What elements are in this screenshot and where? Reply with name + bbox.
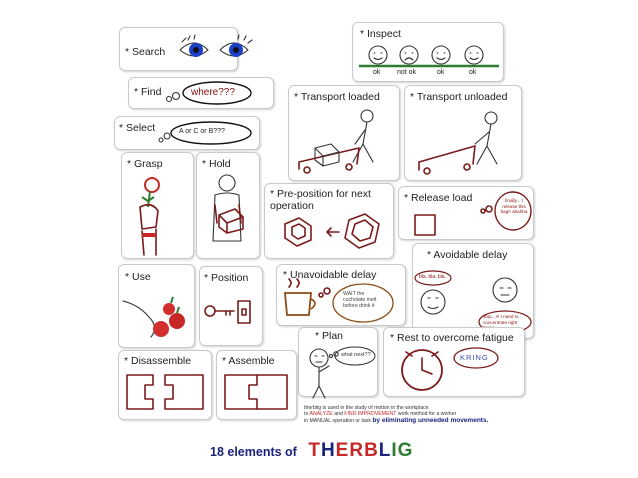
card-unavoidable: * Unavoidable delay WAIT the cocholate m… bbox=[276, 264, 406, 326]
transport-unloaded-icon bbox=[418, 111, 498, 175]
card-search-label: * Search bbox=[125, 46, 166, 58]
card-plan: * Plan what next?? bbox=[298, 327, 378, 399]
faces-icon bbox=[359, 45, 499, 68]
card-inspect-label: * Inspect bbox=[360, 28, 401, 40]
transport-loaded-icon bbox=[298, 109, 374, 174]
card-rest: * Rest to overcome fatigue KRING bbox=[383, 327, 525, 397]
card-use-label: * Use bbox=[125, 271, 151, 283]
inspect-ok-2: ok bbox=[437, 69, 445, 76]
inspect-not-ok: not ok bbox=[397, 69, 417, 76]
card-avoidable: * Avoidable delay bla..bla..bla.. stop..… bbox=[412, 243, 534, 339]
footnote-line-2c: and bbox=[332, 411, 345, 418]
brand-IG: IG bbox=[391, 440, 414, 461]
card-disassemble: * Disassemble bbox=[118, 350, 212, 420]
assemble-icon bbox=[224, 374, 288, 410]
card-use: * Use bbox=[118, 264, 195, 348]
card-assemble-label: * Assemble bbox=[222, 355, 275, 367]
footer-title: 18 elements of THERBLIG bbox=[210, 440, 413, 462]
use-hand-icon bbox=[122, 296, 185, 338]
card-preposition: * Pre-position for next operation bbox=[264, 183, 394, 259]
card-grasp-label: * Grasp bbox=[127, 158, 163, 170]
footer-brand: THERBLIG bbox=[308, 440, 413, 461]
card-search: * Search bbox=[119, 27, 253, 71]
inspect-ok-1: ok bbox=[373, 69, 381, 76]
card-plan-label: * Plan bbox=[315, 330, 344, 342]
find-bubble-text: where??? bbox=[191, 87, 235, 98]
card-transport-loaded-label: * Transport loaded bbox=[294, 91, 380, 103]
card-position-label: * Position bbox=[204, 272, 249, 284]
select-bubble-text: A or C or B??? bbox=[179, 128, 225, 135]
key-lock-icon bbox=[204, 300, 251, 324]
card-inspect: * Inspect ok not ok ok ok bbox=[352, 22, 504, 82]
thought-bubble-icon bbox=[165, 81, 252, 105]
card-preposition-label: * Pre-position for next operation bbox=[270, 188, 371, 212]
card-find-label: * Find bbox=[134, 86, 162, 98]
brand-H: H bbox=[320, 440, 336, 461]
footer-prefix: 18 elements of bbox=[210, 445, 297, 459]
footnote-line-3: in MANUAL operation or task by eliminati… bbox=[304, 416, 489, 424]
hold-figure-icon bbox=[212, 174, 244, 242]
card-hold-label: * Hold bbox=[202, 158, 231, 170]
card-avoidable-label: * Avoidable delay bbox=[427, 249, 508, 261]
release-bubble-text: finally... I release this bag!! ahahha bbox=[500, 198, 528, 215]
footnote-line-2: to ANALYZE and FIND IMPROVEMENT work met… bbox=[304, 411, 488, 417]
avoidable-bubble-1: bla..bla..bla.. bbox=[419, 274, 448, 280]
card-position: * Position bbox=[199, 266, 263, 346]
card-assemble: * Assemble bbox=[216, 350, 297, 420]
card-select-label: * Select bbox=[119, 122, 156, 134]
brand-L: L bbox=[378, 440, 392, 461]
card-select: * Select A or C or B??? bbox=[114, 116, 260, 150]
card-rest-label: * Rest to overcome fatigue bbox=[390, 332, 514, 344]
cup-icon bbox=[284, 278, 394, 323]
card-transport-unloaded-label: * Transport unloaded bbox=[410, 91, 508, 103]
eyes-icon bbox=[179, 34, 253, 57]
plan-bubble-text: what next?? bbox=[341, 352, 371, 358]
card-grasp: * Grasp bbox=[121, 152, 194, 259]
select-bubble-icon bbox=[158, 121, 252, 145]
card-release: * Release load finally... I release this… bbox=[398, 186, 534, 240]
brand-ERB: ERB bbox=[335, 440, 379, 461]
footnote-line-2e: work method for a worker bbox=[396, 411, 457, 418]
footnote-line-3a: in MANUAL operation or task bbox=[304, 417, 373, 424]
footnote-line-1: therblig is used in the study of motion … bbox=[304, 405, 429, 411]
footnote: therblig is used in the study of motion … bbox=[304, 405, 488, 424]
release-icon bbox=[414, 191, 532, 236]
footnote-line-2a: to bbox=[304, 411, 310, 418]
footnote-line-2b: ANALYZE bbox=[309, 411, 333, 418]
footnote-line-3b: by eliminating unneeded movements. bbox=[372, 416, 489, 424]
card-disassemble-label: * Disassemble bbox=[124, 355, 192, 367]
unavoidable-bubble-text: WAIT the cocholate melt before drink it bbox=[343, 291, 377, 310]
plan-figure-icon bbox=[309, 346, 376, 399]
brand-T: T bbox=[308, 440, 321, 461]
card-release-label: * Release load bbox=[404, 192, 473, 204]
rest-bubble-text: KRING bbox=[460, 353, 489, 362]
grasp-hand-icon bbox=[139, 177, 160, 256]
disassemble-icon bbox=[126, 374, 204, 410]
footnote-line-2d: FIND IMPROVEMENT bbox=[344, 411, 397, 418]
inspect-ok-3: ok bbox=[469, 69, 477, 76]
card-transport-unloaded: * Transport unloaded bbox=[404, 85, 522, 181]
card-transport-loaded: * Transport loaded bbox=[288, 85, 400, 181]
preposition-icon bbox=[284, 213, 380, 249]
card-unavoidable-label: * Unavoidable delay bbox=[283, 269, 377, 281]
card-hold: * Hold bbox=[196, 152, 260, 259]
alarm-clock-icon bbox=[401, 347, 499, 391]
card-find: * Find where??? bbox=[128, 77, 274, 109]
